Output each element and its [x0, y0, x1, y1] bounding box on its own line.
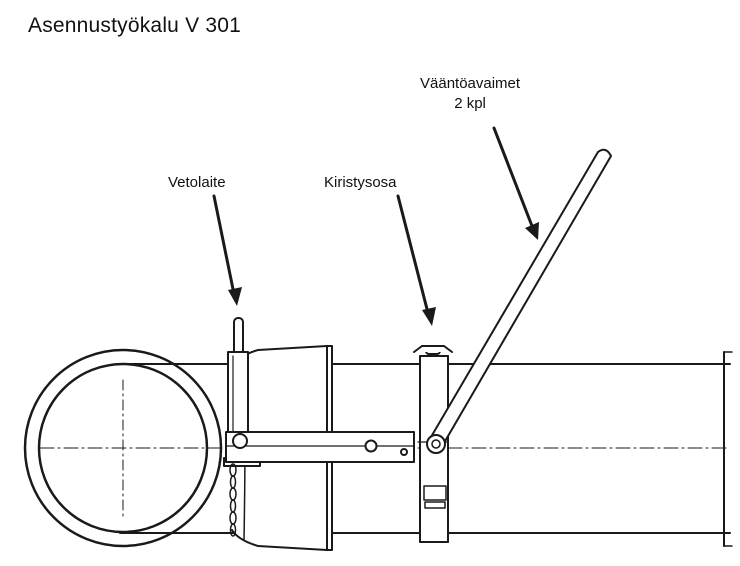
label-vetolaite: Vetolaite — [168, 174, 226, 191]
chain — [229, 463, 237, 537]
diagram-title: Asennustyökalu V 301 — [28, 14, 241, 37]
drawbar — [225, 431, 415, 463]
arrow-heads — [228, 222, 539, 326]
label-vaantoavaimet-line2: 2 kpl — [454, 95, 486, 112]
label-vaantoavaimet: Vääntöavaimet 2 kpl — [420, 74, 520, 114]
pipe-end-section — [23, 348, 223, 548]
label-vaantoavaimet-line1: Vääntöavaimet — [420, 75, 521, 92]
torque-wrench — [426, 148, 612, 454]
leader-arrows — [212, 126, 534, 315]
label-kiristysosa: Kiristysosa — [324, 174, 397, 191]
